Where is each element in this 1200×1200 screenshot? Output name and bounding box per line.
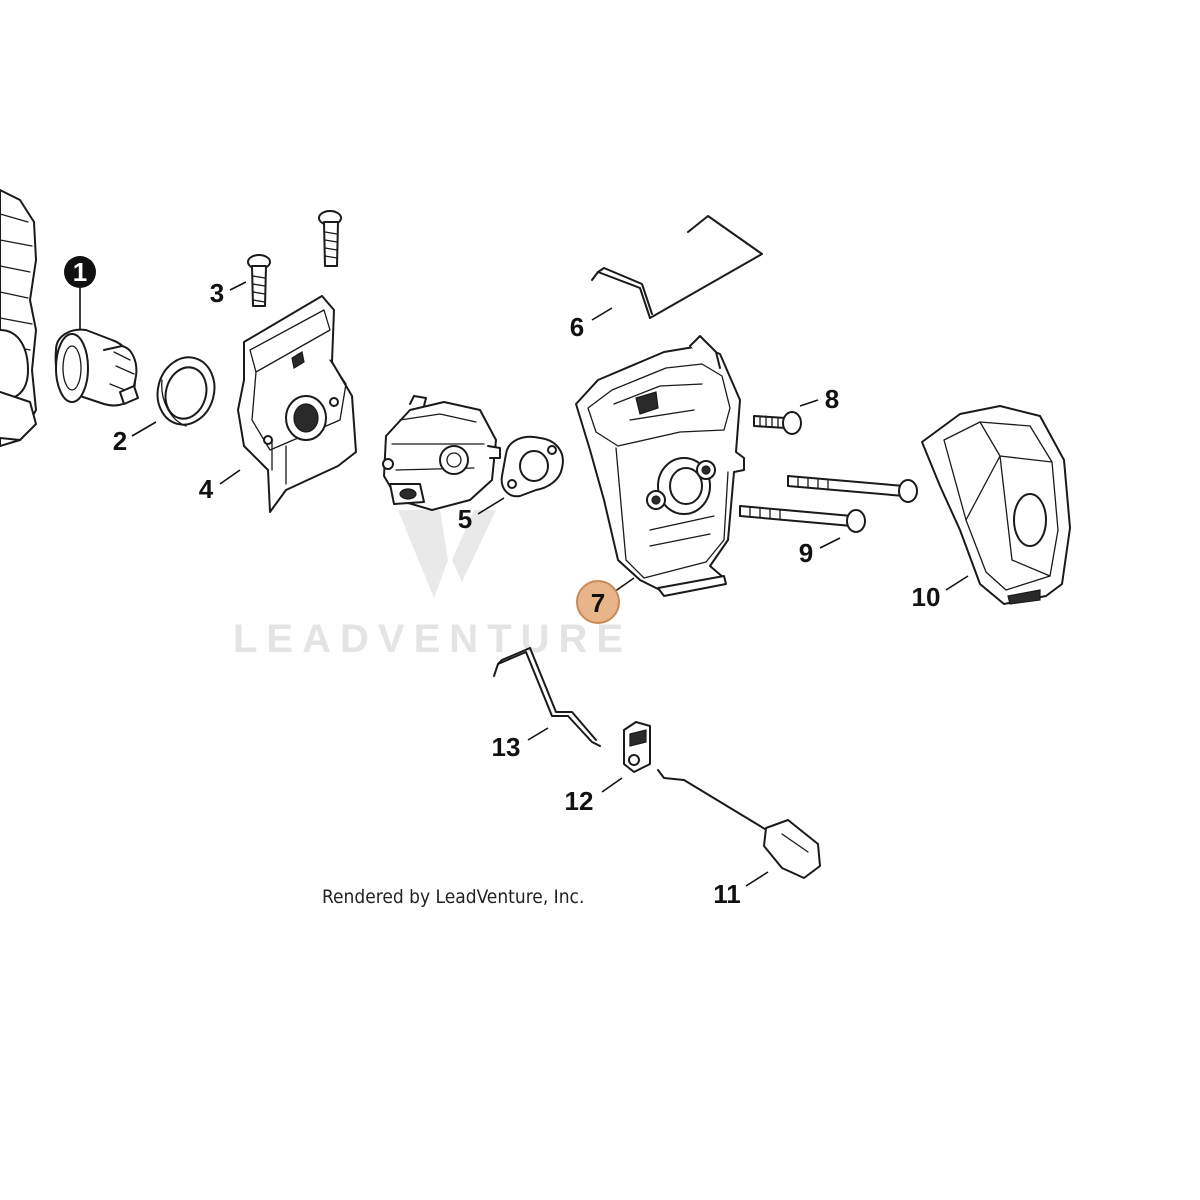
callout-11[interactable]: 11 (713, 879, 741, 909)
filter-screw-short-part[interactable] (753, 411, 802, 435)
watermark: LEADVENTURE (233, 510, 632, 661)
callout-12[interactable]: 12 (565, 786, 594, 816)
callout-1[interactable]: 1 (64, 256, 96, 288)
callout-8[interactable]: 8 (825, 384, 839, 414)
callout-7-highlight-badge (576, 580, 620, 624)
callout-6[interactable]: 6 (570, 312, 584, 342)
callout-7-label: 7 (591, 588, 605, 618)
callout-5[interactable]: 5 (458, 504, 472, 534)
callout-4[interactable]: 4 (199, 474, 214, 504)
watermark-text: LEADVENTURE (233, 617, 632, 661)
callout-9[interactable]: 9 (799, 538, 813, 568)
callout-3[interactable]: 3 (210, 278, 224, 308)
carburetor-body-part[interactable] (382, 395, 501, 511)
callout-4-label: 4 (199, 474, 214, 504)
carburetor-flange-part[interactable] (237, 295, 357, 513)
connector-cable-part[interactable] (657, 769, 821, 879)
filter-screw-long-lower-part[interactable] (739, 505, 866, 533)
screw-short-part[interactable] (247, 254, 271, 307)
callout-2-label: 2 (113, 426, 127, 456)
leader-lines (79, 281, 969, 887)
callout-6-label: 6 (570, 312, 584, 342)
gasket-part[interactable] (500, 435, 564, 498)
small-bracket-part[interactable] (623, 721, 651, 773)
callout-3-label: 3 (210, 278, 224, 308)
intake-manifold-part[interactable] (54, 328, 139, 407)
callout-9-label: 9 (799, 538, 813, 568)
callout-12-label: 12 (565, 786, 594, 816)
callout-2[interactable]: 2 (113, 426, 127, 456)
callout-8-label: 8 (825, 384, 839, 414)
callout-10[interactable]: 10 (912, 582, 941, 612)
air-filter-base-part[interactable] (575, 335, 745, 597)
callout-7[interactable]: 7 (576, 580, 620, 624)
filter-screw-long-upper-part[interactable] (787, 475, 918, 503)
watermark-logo-mark (398, 510, 496, 598)
cylinder-part[interactable] (0, 189, 37, 447)
ring-seal-part[interactable] (150, 351, 222, 431)
callout-13-label: 13 (492, 732, 521, 762)
callout-1-badge (64, 256, 96, 288)
callout-11-label: 11 (713, 879, 741, 909)
callout-13[interactable]: 13 (492, 732, 521, 762)
throttle-rod-part[interactable] (493, 647, 601, 747)
callout-10-label: 10 (912, 582, 941, 612)
callout-5-label: 5 (458, 504, 472, 534)
callout-1-label: 1 (73, 257, 87, 287)
filter-cover-part[interactable] (921, 405, 1071, 605)
wire-clip-part[interactable] (591, 215, 763, 319)
screw-long-part[interactable] (318, 210, 342, 267)
render-credit: Rendered by LeadVenture, Inc. (322, 886, 584, 908)
